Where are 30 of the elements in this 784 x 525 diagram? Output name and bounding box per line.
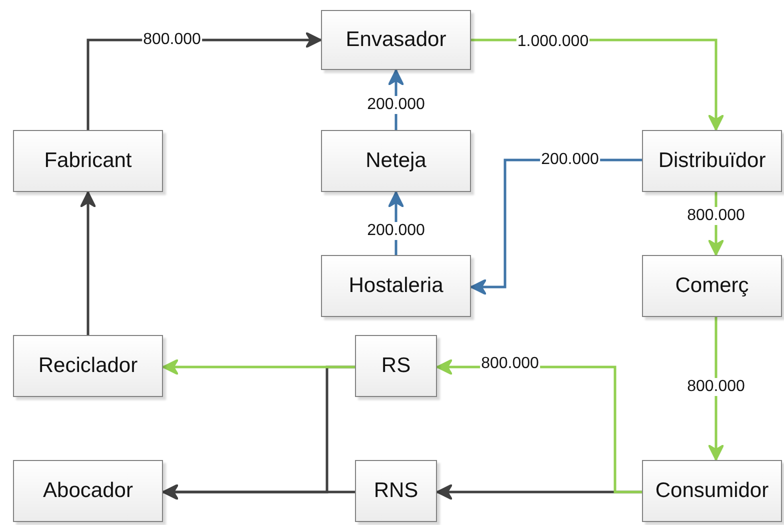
process-box — [642, 130, 782, 192]
process-box — [642, 255, 782, 317]
box-label: Fabricant — [44, 149, 132, 173]
edge-label: 200.000 — [366, 96, 426, 114]
box-label: Comerç — [675, 274, 749, 298]
process-box — [13, 335, 163, 397]
arrow — [162, 484, 355, 500]
process-box — [642, 460, 782, 522]
edge-label: 800.000 — [686, 378, 746, 396]
box-label: Distribuïdor — [658, 149, 766, 173]
arrow — [708, 317, 724, 461]
box-label: Hostaleria — [348, 274, 444, 298]
arrow — [80, 191, 96, 335]
process-box — [355, 335, 437, 397]
process-box — [321, 255, 471, 317]
process-box — [355, 460, 437, 522]
box-label: Reciclador — [38, 354, 138, 378]
box-label: RS — [381, 354, 411, 378]
box-label: Neteja — [366, 149, 426, 173]
process-box — [13, 460, 163, 522]
process-box — [13, 130, 163, 192]
box-label: RNS — [374, 479, 418, 503]
process-box — [321, 130, 471, 192]
box-label: Abocador — [43, 479, 133, 503]
process-box — [321, 10, 471, 70]
box-label: Consumidor — [655, 479, 769, 503]
arrow — [162, 358, 355, 376]
edge-label: 800.000 — [686, 207, 746, 225]
box-label: Envasador — [346, 28, 446, 52]
edge-label: 200.000 — [366, 222, 426, 240]
